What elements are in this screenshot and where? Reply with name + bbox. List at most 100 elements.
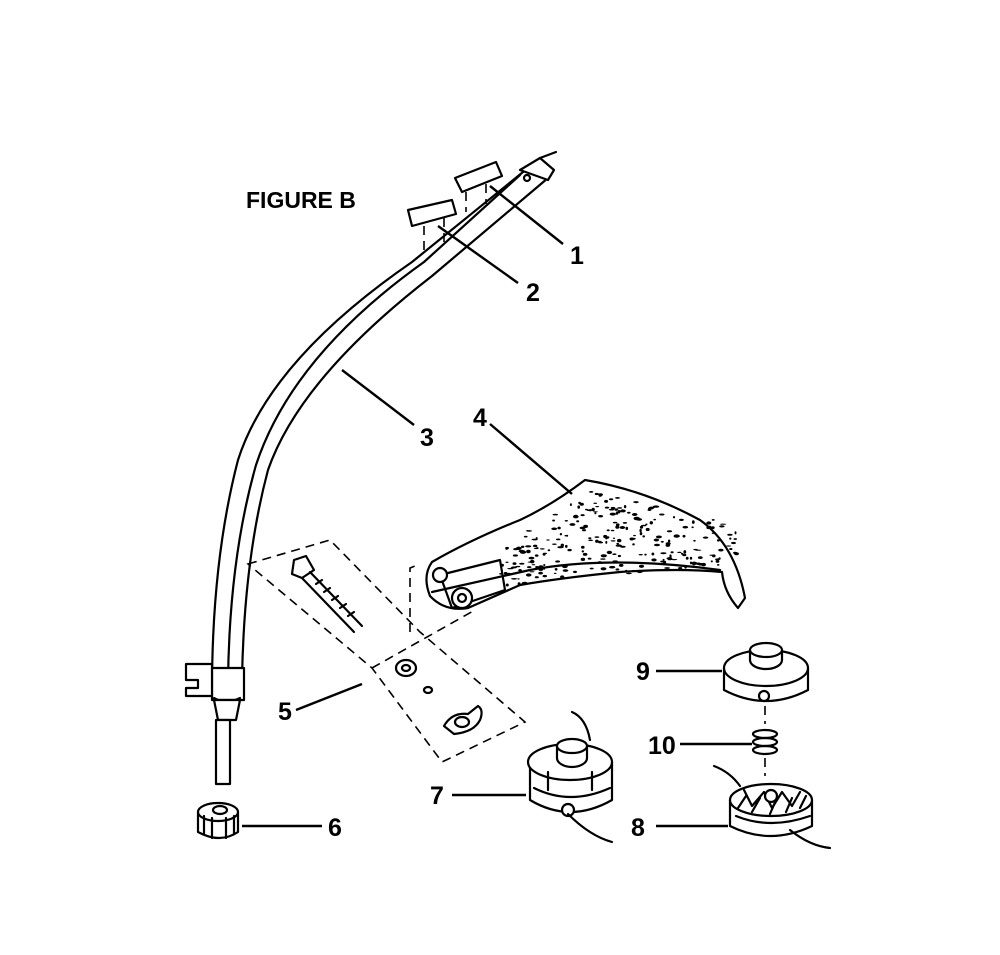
shield-speck — [689, 556, 693, 560]
callout-2: 2 — [526, 279, 540, 307]
shield-speck — [629, 537, 634, 541]
shield-speck — [639, 532, 643, 536]
shield-speck — [534, 576, 539, 579]
shield-speck — [538, 571, 543, 575]
shield-speck — [512, 562, 517, 565]
shield-speck — [573, 514, 579, 519]
callout-4: 4 — [473, 404, 487, 432]
shield-speck — [513, 548, 519, 551]
shield-speck — [664, 567, 670, 569]
shield-speck — [642, 535, 645, 538]
shield-speck — [580, 557, 586, 562]
shield-speck — [598, 494, 602, 497]
shield-speck — [527, 566, 532, 569]
shield-speck — [499, 573, 502, 575]
shield-speck — [733, 551, 737, 554]
shield-speck — [569, 523, 576, 526]
shield-speck — [695, 549, 702, 551]
shield-speck — [692, 565, 696, 568]
shield-speck — [617, 510, 621, 514]
shield-speck — [697, 556, 703, 559]
shield-speck — [523, 535, 528, 538]
shield-speck — [691, 526, 694, 529]
shield-speck — [606, 529, 610, 532]
shield-speck — [560, 543, 564, 547]
shield-speck — [552, 519, 555, 522]
shield-speck — [517, 578, 520, 580]
shield-speck — [689, 561, 693, 565]
shield-speck — [593, 511, 598, 513]
shield-speck — [577, 505, 580, 509]
shield-speck — [731, 541, 736, 545]
shield-speck — [528, 556, 535, 560]
shield-speck — [644, 553, 647, 556]
line-spool — [712, 764, 832, 850]
shield-speck — [521, 581, 528, 585]
leader-3 — [341, 369, 415, 426]
shield-speck — [588, 539, 593, 542]
shield-speck — [542, 574, 547, 578]
shield-speck — [623, 505, 627, 509]
shield-speck — [589, 491, 594, 493]
shield-speck — [715, 558, 721, 560]
shield-speck — [562, 564, 568, 569]
shield-speck — [598, 515, 603, 518]
shield-speck — [691, 561, 698, 565]
shield-speck — [594, 512, 597, 515]
shield-speck — [505, 583, 509, 587]
shield-speck — [518, 569, 522, 572]
shield-speck — [581, 545, 585, 549]
wing-nut — [442, 704, 483, 736]
shield-speck — [591, 507, 595, 512]
shield-speck — [683, 550, 687, 554]
trimmer-head-assembly — [526, 710, 614, 844]
shield-speck — [539, 548, 545, 550]
shield-speck — [710, 526, 715, 530]
shield-speck — [600, 554, 607, 558]
shield-speck — [606, 536, 610, 539]
shield-speck — [711, 532, 716, 534]
shield-speck — [638, 564, 645, 568]
shield-speck — [678, 567, 683, 570]
leader-1 — [489, 185, 564, 245]
leader-2 — [437, 225, 519, 284]
shield-speck — [652, 505, 660, 508]
shield-speck — [649, 521, 653, 525]
shield-speck — [659, 513, 665, 516]
shield-speck — [564, 535, 568, 537]
shield-speck — [600, 567, 607, 571]
shield-speck — [604, 506, 610, 509]
shield-speck — [682, 525, 689, 529]
shield-speck — [618, 563, 624, 567]
callout-1: 1 — [570, 242, 584, 270]
shield-speck — [677, 551, 682, 554]
shield-speck — [708, 525, 712, 529]
shield-speck — [560, 575, 565, 579]
shield-speck — [711, 519, 715, 521]
shield-speck — [669, 554, 672, 558]
shield-speck — [665, 543, 671, 547]
shield-speck — [606, 550, 613, 555]
leader-lines — [242, 185, 752, 828]
shield-speck — [565, 544, 568, 548]
leader-4 — [489, 423, 573, 495]
shield-speck — [645, 523, 648, 526]
shield-speck — [594, 492, 599, 496]
shield-speck — [562, 569, 569, 572]
shield-speck — [691, 520, 695, 524]
callout-7: 7 — [430, 782, 444, 810]
shield-speck — [519, 562, 525, 565]
shield-speck — [706, 521, 712, 525]
shield-speck — [619, 526, 626, 529]
shield-speck — [612, 521, 618, 524]
shield-speck — [526, 549, 531, 554]
shield-speck — [734, 531, 737, 535]
shield-speck — [622, 522, 628, 524]
shield-speck — [517, 582, 521, 586]
shield-speck — [709, 554, 715, 556]
callout-5: 5 — [278, 698, 292, 726]
shield-speck — [600, 558, 606, 560]
shield-speck — [507, 567, 514, 570]
shield-speck — [538, 568, 544, 571]
shield-speck — [612, 537, 616, 539]
